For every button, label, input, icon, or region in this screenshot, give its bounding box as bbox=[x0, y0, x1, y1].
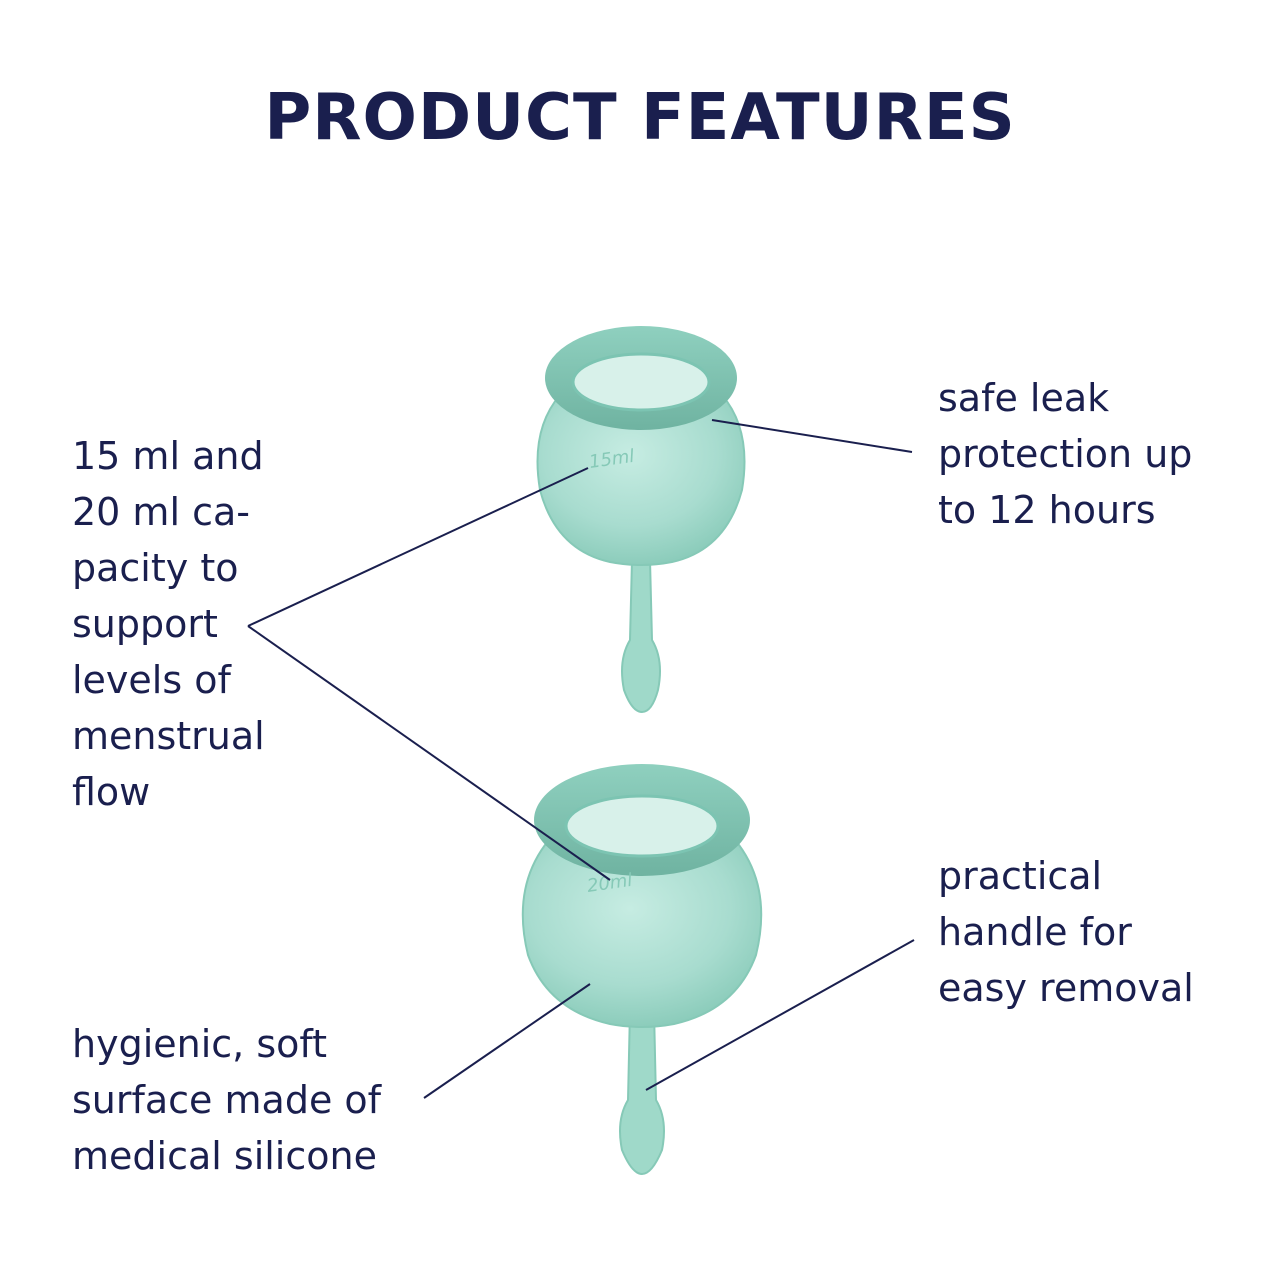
small-cup-stem bbox=[621, 559, 661, 714]
feature-capacity-text: 15 ml and 20 ml ca- pacity to support le… bbox=[72, 434, 265, 814]
large-cup-stem bbox=[619, 1009, 665, 1176]
large-cup: 20ml bbox=[521, 764, 763, 1176]
small-cup-marking: 15ml bbox=[588, 446, 636, 473]
callout-line-leak bbox=[711, 419, 913, 453]
page-title: PRODUCT FEATURES bbox=[264, 81, 1016, 155]
large-cup-marking: 20ml bbox=[586, 870, 634, 897]
feature-silicone-text: hygienic, soft surface made of medical s… bbox=[72, 1022, 382, 1178]
small-cup: 15ml bbox=[536, 326, 746, 714]
small-cup-opening bbox=[571, 352, 711, 412]
feature-handle-text: practical handle for easy removal bbox=[938, 854, 1194, 1010]
callout-line-handle bbox=[645, 939, 915, 1091]
feature-leak-protection-text: safe leak protection up to 12 hours bbox=[938, 376, 1193, 532]
small-cup-body bbox=[536, 394, 746, 566]
small-cup-rim bbox=[545, 326, 737, 430]
large-cup-rim bbox=[534, 764, 750, 876]
large-cup-opening bbox=[564, 794, 720, 858]
large-cup-body bbox=[521, 844, 763, 1028]
